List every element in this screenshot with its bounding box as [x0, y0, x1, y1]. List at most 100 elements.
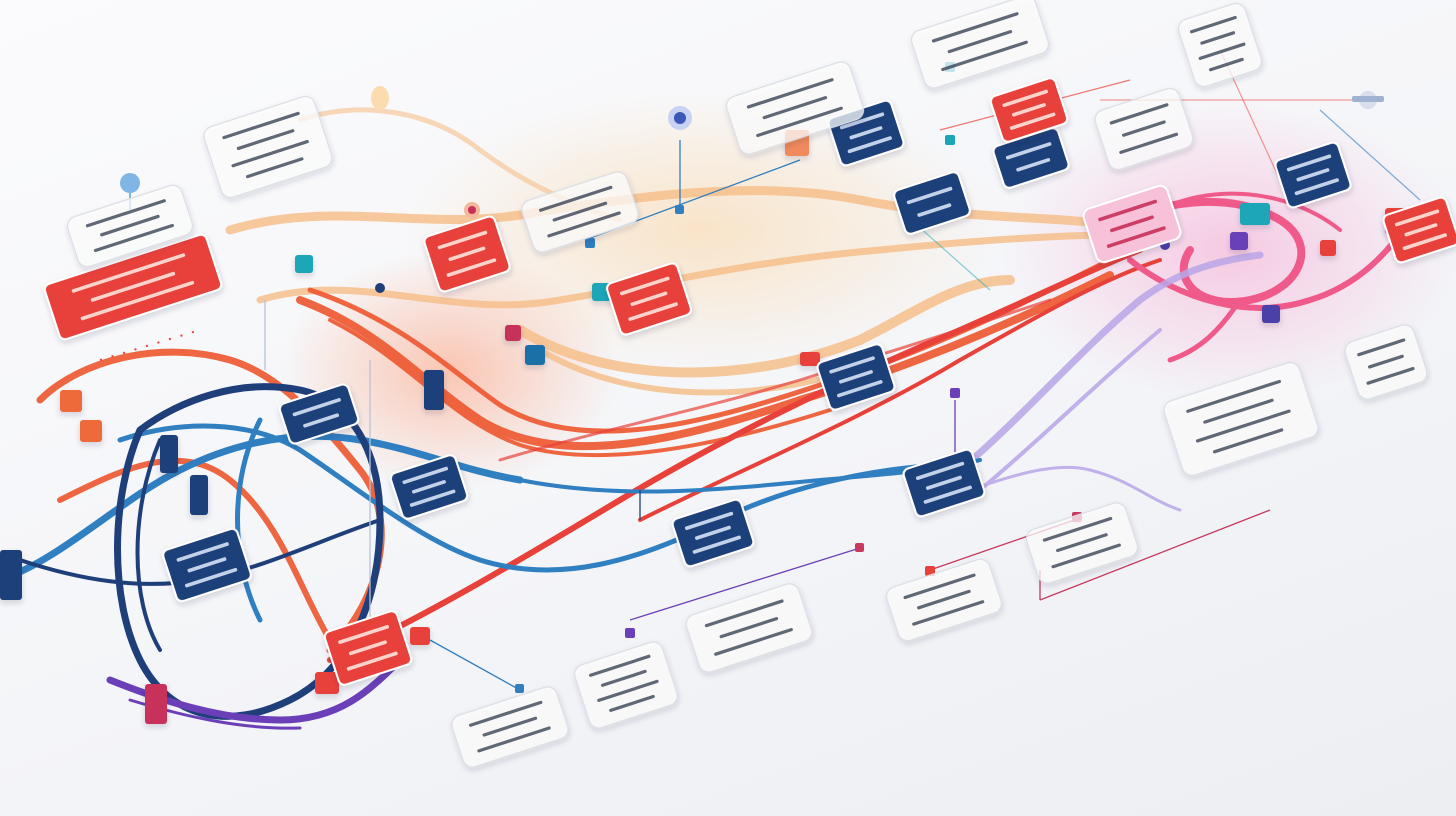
illegible-text-line [1009, 112, 1056, 130]
illegible-text-line [684, 511, 734, 531]
block-orange [60, 390, 82, 412]
illegible-text-line [222, 111, 300, 140]
block-navy [424, 370, 444, 410]
callout [451, 686, 569, 768]
connector-dot [950, 388, 960, 398]
illegible-text-line [756, 106, 843, 138]
illegible-text-line [1212, 428, 1284, 454]
orange-card [989, 77, 1069, 143]
illegible-text-line [1402, 233, 1447, 251]
illegible-text-line [184, 567, 238, 588]
red-stream [327, 247, 1162, 663]
callout [910, 0, 1050, 89]
navy-card [992, 127, 1070, 189]
illegible-text-line [912, 600, 985, 626]
illegible-text-line [187, 557, 227, 573]
illegible-text-line [448, 246, 486, 262]
illegible-text-line [93, 223, 174, 253]
illegible-text-line [90, 271, 176, 302]
block-blue [525, 345, 545, 365]
illegible-text-line [694, 525, 731, 540]
illegible-text-line [292, 398, 341, 417]
illegible-text-line [597, 679, 659, 702]
illegible-text-line [931, 12, 1019, 43]
orange-card [606, 262, 692, 336]
block-purple [1262, 305, 1280, 323]
connector-dot [625, 628, 635, 638]
lavender-stream [938, 251, 1264, 512]
orange-card [43, 233, 223, 341]
navy-card [162, 527, 252, 603]
illegible-text-line [917, 203, 952, 217]
connector-dot [585, 238, 595, 248]
illegible-text-line [849, 126, 883, 140]
illegible-text-line [1366, 366, 1415, 385]
illegible-text-line [1186, 379, 1282, 413]
illegible-text-line [1051, 543, 1121, 569]
illegible-text-line [409, 489, 456, 507]
illegible-text-line [1286, 154, 1332, 172]
illegible-text-line [589, 654, 651, 677]
illegible-text-line [762, 96, 828, 120]
illegible-text-line [1200, 31, 1236, 45]
callout [1094, 87, 1194, 171]
callout [1344, 324, 1428, 400]
block-teal [1240, 203, 1270, 225]
navy-card [816, 343, 896, 411]
illegible-text-line [746, 78, 834, 109]
illegible-text-line [628, 302, 678, 321]
illegible-text-line [1110, 215, 1154, 233]
illegible-text-line [917, 589, 971, 610]
illegible-text-line [829, 356, 875, 374]
navy-card [278, 383, 360, 445]
pin-icons [120, 86, 1384, 218]
block-purple [1230, 232, 1248, 250]
illegible-text-line [1198, 42, 1246, 60]
illegible-text-line [600, 669, 647, 687]
block-teal [295, 255, 313, 273]
illegible-text-line [176, 542, 229, 562]
illegible-text-line [923, 485, 972, 504]
block-red [315, 672, 339, 694]
illegible-text-line [538, 185, 613, 212]
block-red [410, 627, 430, 645]
illegible-text-line [1056, 533, 1108, 553]
illegible-text-line [437, 230, 488, 250]
illegible-text-line [1005, 142, 1052, 160]
illegible-text-line [1294, 178, 1339, 196]
illegible-text-line [1119, 132, 1179, 155]
illegible-text-line [1195, 409, 1291, 443]
illegible-text-line [838, 370, 873, 384]
illegible-text-line [1394, 209, 1440, 227]
illegible-text-line [85, 199, 166, 228]
block-red [1320, 240, 1336, 256]
callout [685, 583, 813, 673]
orange-card [1382, 196, 1456, 264]
illegible-text-line [1098, 199, 1158, 222]
block-navy [0, 550, 22, 600]
callout [203, 95, 333, 199]
block-navy [190, 475, 208, 515]
connector-dot [945, 135, 955, 145]
illegible-text-line [1106, 226, 1166, 248]
illegible-text-line [947, 30, 1013, 54]
orange-card [323, 610, 413, 686]
illegible-text-line [1109, 103, 1169, 125]
illegible-text-line [547, 211, 621, 238]
illegible-text-line [1011, 103, 1046, 117]
illegible-text-line [836, 380, 883, 398]
illegible-text-line [477, 726, 551, 753]
pin-peach-icon [371, 86, 389, 110]
callout [521, 171, 639, 253]
pin-lavender-icon [668, 106, 692, 130]
illegible-text-line [338, 624, 390, 645]
illegible-text-line [906, 186, 953, 205]
callout [885, 558, 1003, 642]
illegible-text-line [236, 129, 295, 151]
callout-body [574, 641, 678, 729]
illegible-text-line [1002, 89, 1049, 108]
connector-dot [855, 543, 864, 552]
illegible-text-line [1016, 157, 1051, 172]
illegible-text-line [1042, 516, 1113, 542]
